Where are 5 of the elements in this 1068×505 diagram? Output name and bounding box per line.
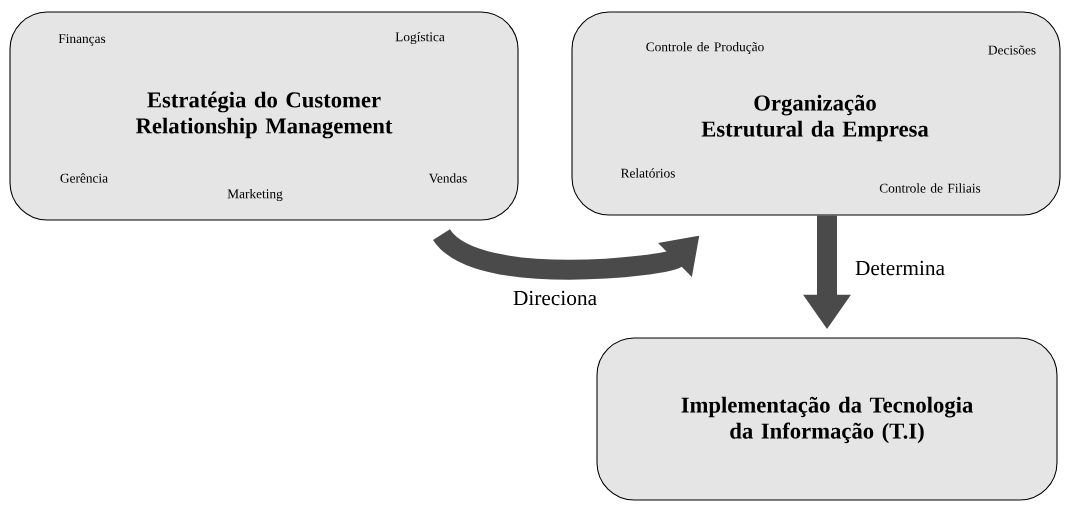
process-box: Finanças Logística Estratégia do Customer Relationship Management Gerência Marketing Vendas (9, 11, 519, 221)
process-box: Controle de Produção Decisões Organização Estrutural da Empresa Relatórios Controle de Filiais (571, 11, 1061, 216)
edge-label: Determina (853, 259, 947, 277)
edge-label: Direciona (511, 289, 599, 307)
process-box: Implementação da Tecnologia da Informação (T.I) (596, 337, 1058, 501)
